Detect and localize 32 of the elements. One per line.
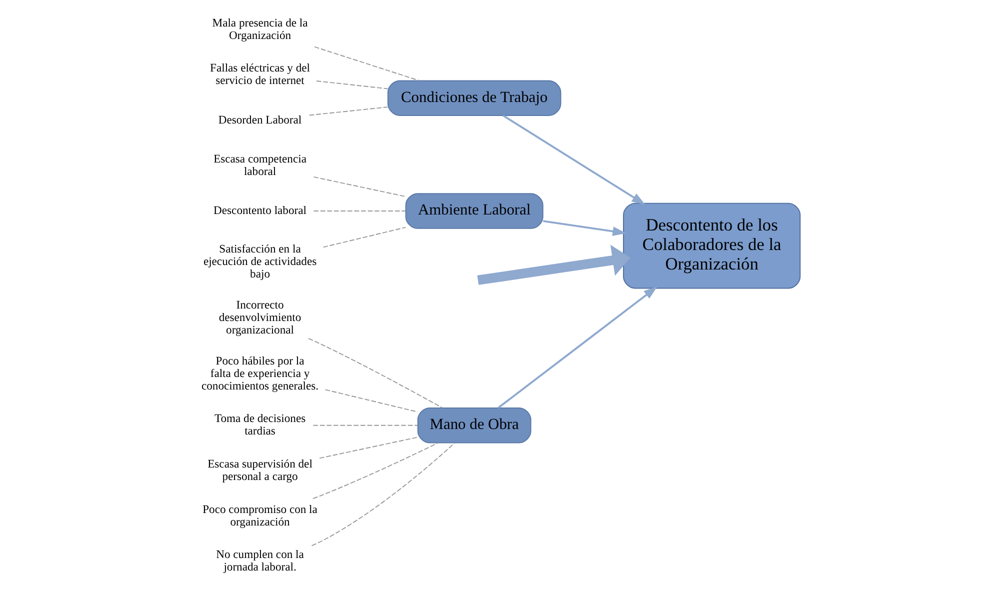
node-text: Escasa competencia laboral [213,152,306,178]
node-text: Escasa supervisión del personal a cargo [207,457,312,483]
node-text: Satisfacción en la ejecución de actividades bajo [202,242,316,281]
connector [312,210,406,212]
node-box: Ambiente Laboral [404,193,543,229]
connector [308,338,442,408]
node-text: Descontento laboral [213,204,306,218]
connector [322,226,406,248]
connector [324,389,418,412]
node-box: Condiciones de Trabajo [386,80,561,116]
node-text: Toma de decisiones tardias [214,412,306,438]
arrow [502,114,645,205]
arrow [497,286,657,409]
node-text: No cumplen con la jornada laboral. [216,548,304,574]
connector [308,106,388,116]
connector [314,46,420,82]
node-text: Poco hábiles por la falta de experiencia y conocimientos generales. [201,354,318,393]
node-text: Poco compromiso con la organización [202,502,317,528]
arrow [476,244,630,285]
connector [312,176,406,198]
node-text: Fallas eléctricas y del servicio de internet [210,62,310,88]
node-text: Incorrecto desenvolvimiento organizacional [218,298,301,337]
connector [318,436,418,459]
connector [312,442,438,500]
connector [316,80,388,90]
node-text: Mala presencia de la Organización [212,16,308,42]
node-text: Desorden Laboral [218,113,302,126]
connector [312,424,418,426]
node-box: Descontento de los Colaboradores de la Organización [622,202,800,289]
node-box: Mano de Obra [416,407,531,444]
connector [310,442,455,546]
arrow [542,220,626,236]
